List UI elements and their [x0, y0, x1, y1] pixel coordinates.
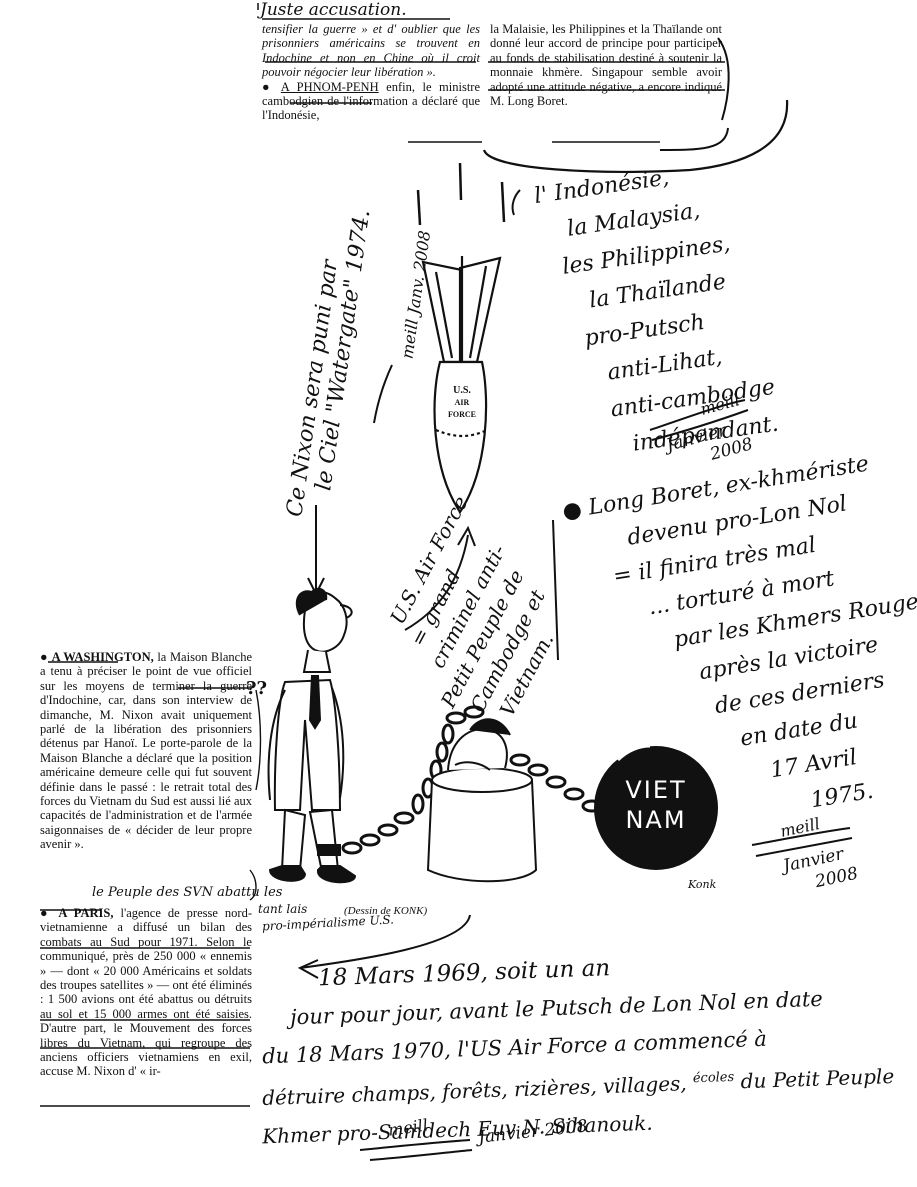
washington-article: ● A WASHINGTON, la Maison Blanche a tenu… — [40, 650, 252, 852]
man-figure — [267, 587, 357, 884]
motion-lines — [416, 162, 506, 226]
article-paragraph: la Malaisie, les Philippines et la Thaïl… — [490, 22, 722, 109]
signature-flourish — [649, 399, 746, 431]
article-paragraph: ● A WASHINGTON, la Maison Blanche a tenu… — [40, 650, 252, 852]
margin-note: le Peuple des SVN abattu les — [92, 885, 282, 901]
article-text: la Maison Blanche a tenu à préciser le p… — [40, 650, 252, 852]
article-paragraph: ● A PHNOM-PENH enfin, le ministre cambod… — [262, 79, 481, 123]
arrow-to-bomb — [404, 534, 469, 631]
article-lead: A PARIS, — [58, 906, 114, 920]
article-lead: A WASHINGTON, — [51, 650, 154, 664]
note-insert: écoles — [692, 1069, 735, 1087]
bottom-note: 18 Mars 1969, soit un an jour pour jour,… — [262, 950, 912, 1148]
ball-label-line: VIET — [625, 776, 687, 804]
vietnam-ball — [594, 746, 718, 870]
ball-label-line: NAM — [625, 806, 687, 834]
bomb-label: U.S. AIR FORCE — [440, 385, 484, 421]
article-text: l'agence de presse nord-vietnamienne a d… — [40, 906, 252, 1079]
cartoon-artist-signature: Konk — [688, 878, 717, 891]
cartoon-caption: (Dessin de KONK) — [344, 905, 428, 917]
chain — [341, 705, 619, 855]
article-paragraph: tensifier la guerre » et d' oublier que … — [262, 22, 480, 80]
note-text: du Petit Peuple — [740, 1063, 895, 1094]
question-marks: ?? — [246, 678, 268, 699]
arrow-bottom-note — [299, 914, 471, 969]
article-text: enfin, le ministre cambodgien de l'infor… — [262, 79, 481, 123]
margin-note-continued: tant lais pro-impérialisme U.S. — [258, 902, 394, 933]
top-right-article: la Malaisie, les Philippines et la Thaïl… — [490, 22, 722, 108]
vietnam-ball-label: VIET NAM — [604, 775, 708, 835]
note-line: tant lais — [258, 902, 308, 916]
top-left-article: tensifier la guerre » et d' oublier que … — [262, 22, 480, 123]
connector-line — [482, 99, 789, 173]
pedestal — [426, 718, 538, 883]
article-lead: A PHNOM-PENH — [280, 79, 379, 94]
bomb-label-line: U.S. — [453, 385, 471, 396]
bomb-label-line: AIR FORCE — [448, 398, 476, 419]
top-handwritten-header: Juste accusation. — [260, 0, 407, 20]
paris-article: ● A PARIS, l'agence de presse nord-vietn… — [40, 906, 252, 1079]
article-paragraph: ● A PARIS, l'agence de presse nord-vietn… — [40, 906, 252, 1079]
bomb-illustration — [421, 256, 502, 514]
note-line: le Peuple des SVN abattu les — [92, 885, 283, 900]
